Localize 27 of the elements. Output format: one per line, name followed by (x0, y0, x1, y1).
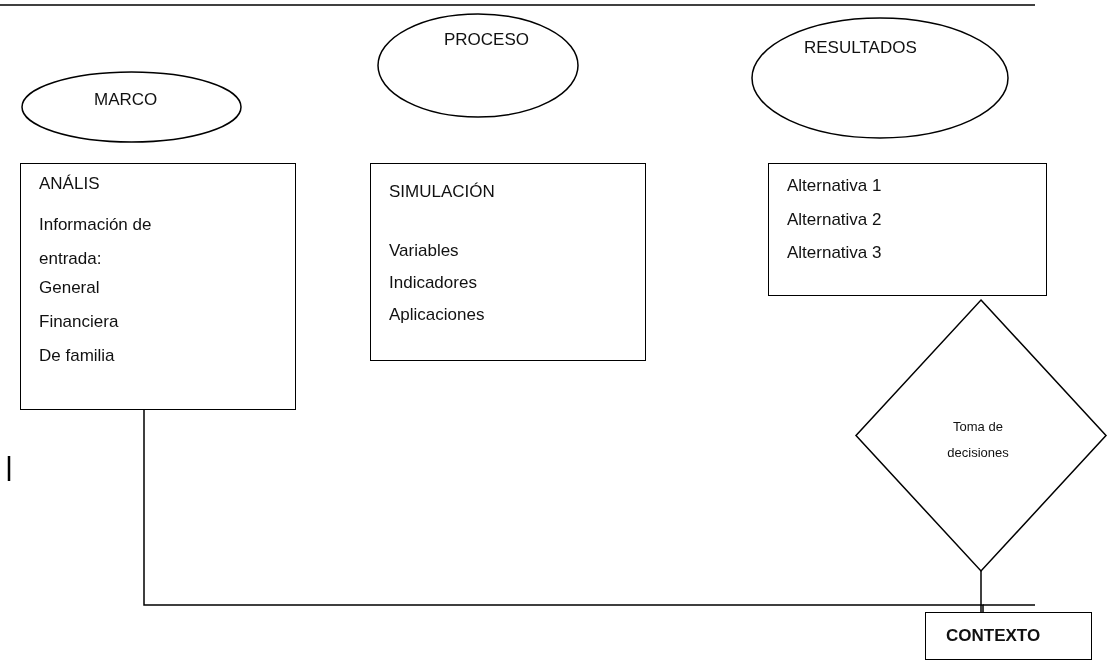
node-text: PROCESO (444, 30, 530, 50)
connector-line (980, 570, 982, 613)
rectangle-box (20, 163, 296, 410)
node-text: General (39, 278, 100, 298)
ellipse-shape (752, 18, 1008, 138)
node-text: Financiera (39, 312, 119, 332)
rectangle-box (370, 163, 646, 361)
node-text: Alternativa 3 (787, 243, 882, 263)
node-text: RESULTADOS (804, 38, 917, 58)
ellipse-shape (22, 72, 241, 142)
decision-diamond (856, 300, 1106, 571)
node-text: Aplicaciones (389, 305, 485, 325)
node-text: ANÁLIS (39, 174, 100, 194)
node-text: CONTEXTO (946, 626, 1041, 646)
node-text: Información de entrada: (39, 214, 153, 270)
node-text: De familia (39, 346, 115, 366)
connector-line (143, 409, 984, 613)
node-text: Alternativa 2 (787, 210, 882, 230)
rectangle-box (768, 163, 1047, 296)
rectangle-box (925, 612, 1092, 660)
node-text: Variables (389, 241, 459, 261)
node-text: Toma de decisiones (946, 418, 1010, 462)
ellipse-shape (378, 14, 578, 117)
node-text: MARCO (94, 90, 158, 110)
node-text: Indicadores (389, 273, 477, 293)
node-text: Alternativa 1 (787, 176, 882, 196)
node-text: SIMULACIÓN (389, 182, 495, 202)
